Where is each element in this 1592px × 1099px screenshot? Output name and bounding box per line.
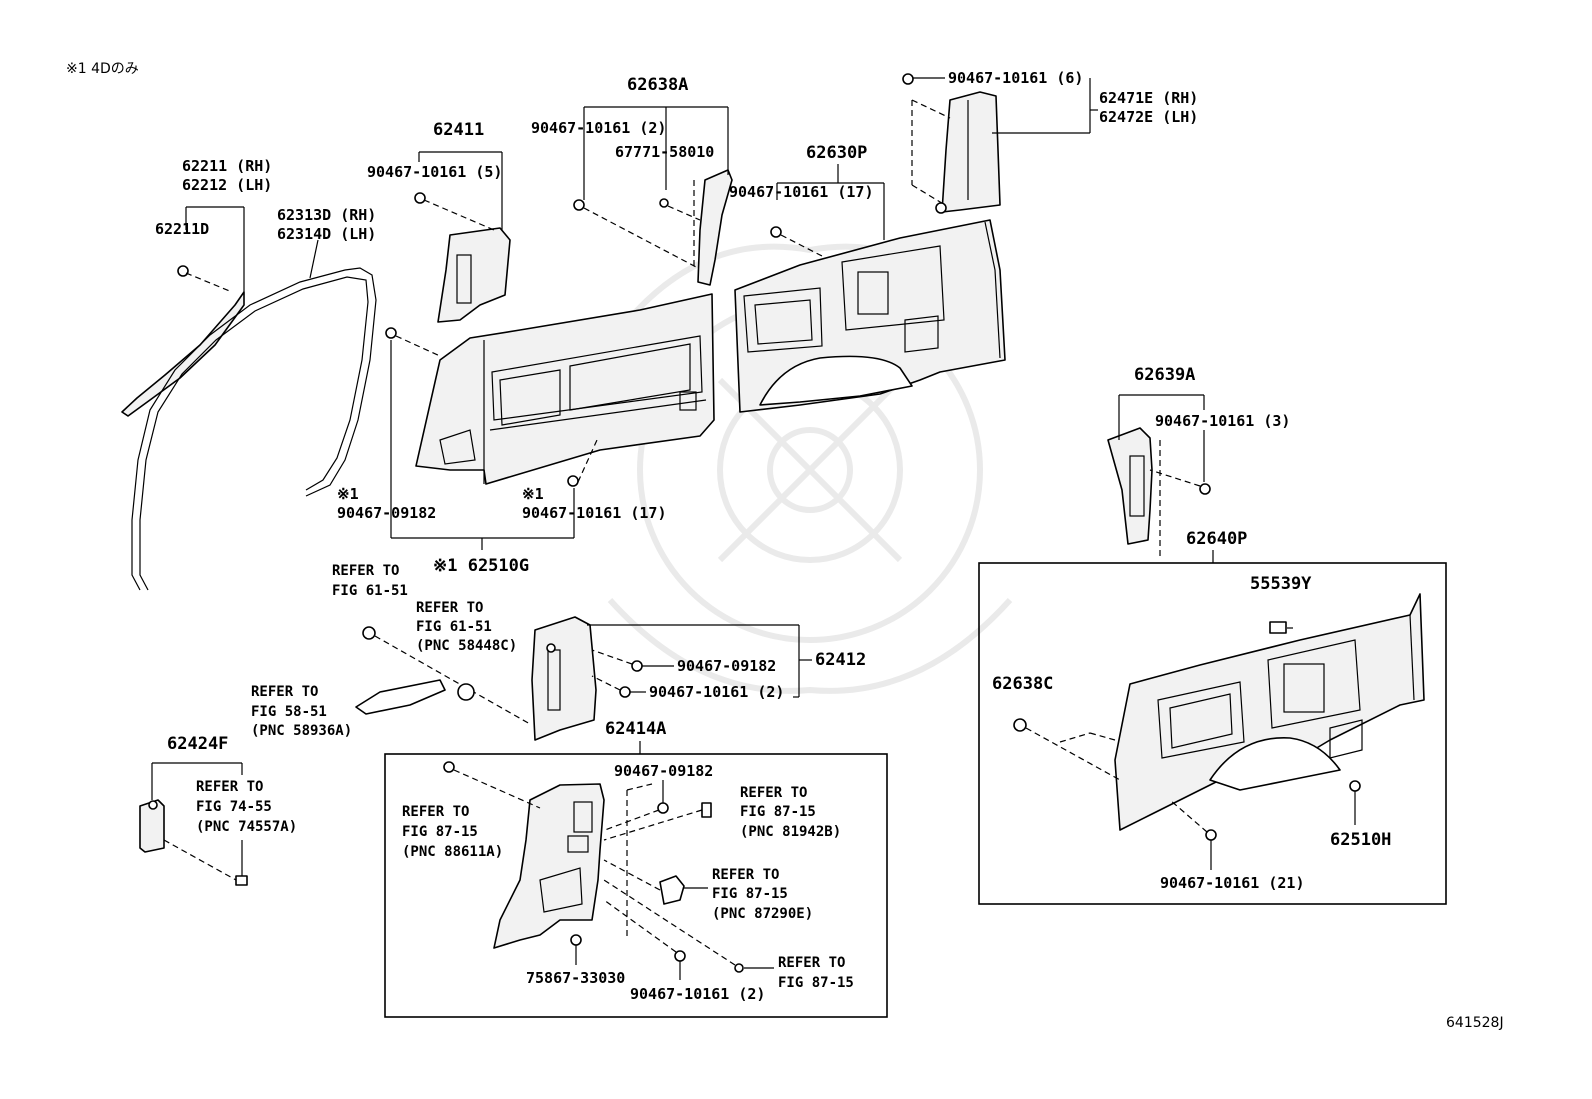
refer-6-line2: FIG 87-15 <box>740 804 816 820</box>
part-62411-trim <box>414 151 511 323</box>
label-62414A: 62414A <box>605 719 666 739</box>
label-55539Y: 55539Y <box>1250 574 1312 594</box>
refer-7-line1: REFER TO <box>712 867 779 883</box>
refer-8-line2: FIG 87-15 <box>778 975 854 991</box>
refer-3-line1: REFER TO <box>251 684 318 700</box>
part-62638A-trim <box>573 106 733 286</box>
label-62640P: 62640P <box>1186 529 1247 549</box>
label-fastener-2c: 90467-10161 (2) <box>630 985 765 1003</box>
label-marker-1a: ※1 <box>337 485 359 503</box>
label-75867: 75867-33030 <box>526 969 625 987</box>
top-note: ※1 4Dのみ <box>66 61 139 77</box>
refer-7-line3: (PNC 87290E) <box>712 906 813 922</box>
label-62211: 62211 (RH) <box>182 157 272 175</box>
label-62510G: ※1 62510G <box>433 556 529 576</box>
label-62314D: 62314D (LH) <box>277 225 376 243</box>
part-62313D-weatherstrip <box>131 239 377 591</box>
label-62471E: 62471E (RH) <box>1099 89 1198 107</box>
label-fastener-5: 90467-10161 (5) <box>367 163 502 181</box>
refer-4-line3: (PNC 74557A) <box>196 819 297 835</box>
part-62412-trim <box>531 616 812 741</box>
refer-7-line2: FIG 87-15 <box>712 886 788 902</box>
label-fastener-17b: 90467-10161 (17) <box>522 504 667 522</box>
box-62640P <box>978 550 1447 905</box>
label-62639A: 62639A <box>1134 365 1195 385</box>
refer-2-line3: (PNC 58448C) <box>416 638 517 654</box>
refer-8-line1: REFER TO <box>778 955 845 971</box>
label-62638C: 62638C <box>992 674 1053 694</box>
refer-3-line2: FIG 58-51 <box>251 704 327 720</box>
label-fastener-09182b: 90467-09182 <box>677 657 776 675</box>
label-fastener-2b: 90467-10161 (2) <box>649 683 784 701</box>
label-62313D: 62313D (RH) <box>277 206 376 224</box>
label-62630P: 62630P <box>806 143 867 163</box>
refer-5-line2: FIG 87-15 <box>402 824 478 840</box>
label-62412: 62412 <box>815 650 866 670</box>
part-62471E-pillar <box>902 73 1098 214</box>
refer-6-line1: REFER TO <box>740 785 807 801</box>
label-67771: 67771-58010 <box>615 143 714 161</box>
refer-5-line3: (PNC 88611A) <box>402 844 503 860</box>
box-62414A <box>384 741 888 1018</box>
label-62411: 62411 <box>433 120 484 140</box>
label-62424F: 62424F <box>167 734 228 754</box>
refer-1-line2: FIG 61-51 <box>332 583 408 599</box>
part-62211-pillar <box>121 206 245 417</box>
label-62638A: 62638A <box>627 75 688 95</box>
refer-2-line2: FIG 61-51 <box>416 619 492 635</box>
refer-parts-61-51 <box>355 626 531 725</box>
label-62211D: 62211D <box>155 220 209 238</box>
label-62510H: 62510H <box>1330 830 1391 850</box>
refer-1-line1: REFER TO <box>332 563 399 579</box>
refer-2-line1: REFER TO <box>416 600 483 616</box>
refer-5-line1: REFER TO <box>402 804 469 820</box>
diagram-id: 641528J <box>1446 1015 1504 1031</box>
refer-6-line3: (PNC 81942B) <box>740 824 841 840</box>
label-fastener-2a: 90467-10161 (2) <box>531 119 666 137</box>
part-62510G-panel <box>385 293 715 550</box>
label-fastener-17a: 90467-10161 (17) <box>729 183 874 201</box>
refer-4-line1: REFER TO <box>196 779 263 795</box>
label-marker-1b: ※1 <box>522 485 544 503</box>
label-fastener-3: 90467-10161 (3) <box>1155 412 1290 430</box>
label-62212: 62212 (LH) <box>182 176 272 194</box>
refer-4-line2: FIG 74-55 <box>196 799 272 815</box>
refer-3-line3: (PNC 58936A) <box>251 723 352 739</box>
label-fastener-09182a: 90467-09182 <box>337 504 436 522</box>
label-62472E: 62472E (LH) <box>1099 108 1198 126</box>
label-fastener-09182c: 90467-09182 <box>614 762 713 780</box>
label-fastener-21: 90467-10161 (21) <box>1160 874 1305 892</box>
part-62424F <box>139 762 248 886</box>
label-fastener-6: 90467-10161 (6) <box>948 69 1083 87</box>
part-62639A-trim <box>1107 394 1211 560</box>
part-62630P-panel <box>734 164 1006 413</box>
